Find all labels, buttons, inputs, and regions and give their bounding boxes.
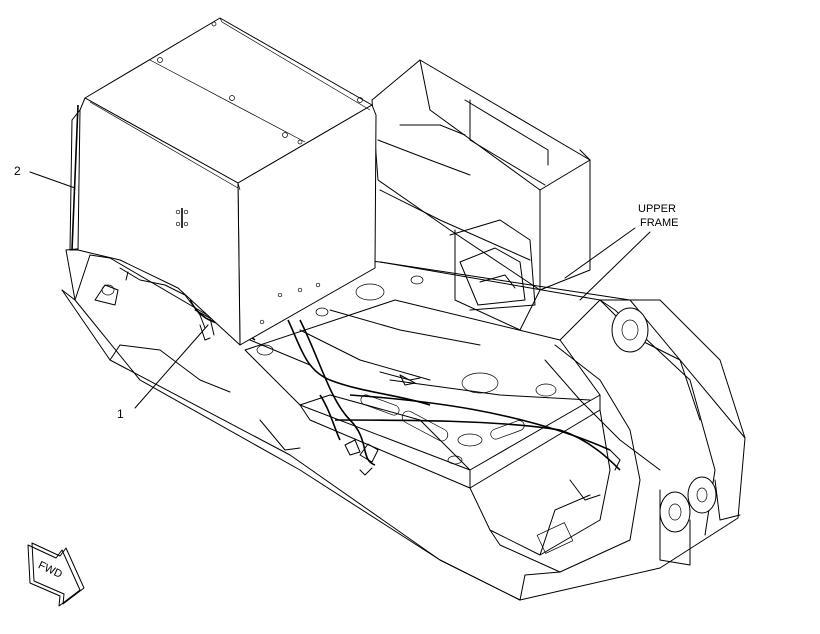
callout-2: 2 <box>14 164 21 178</box>
leader-upper-frame-a <box>564 227 636 279</box>
callout-1: 1 <box>117 407 124 421</box>
boom-pin-boss-upper <box>611 307 649 353</box>
leader-item-2 <box>29 171 76 189</box>
cover-box <box>69 17 377 346</box>
leader-item-1 <box>134 324 209 409</box>
boom-pin-boss-right <box>687 476 717 514</box>
fwd-arrow-icon: FWD <box>27 542 85 607</box>
leader-lines <box>29 171 651 409</box>
boom-pin-boss-left <box>659 491 691 533</box>
upper-frame-label-line2: FRAME <box>640 217 679 229</box>
leader-upper-frame-b <box>579 231 651 301</box>
upper-frame-label-line1: UPPER <box>638 203 676 215</box>
wiring-harness <box>119 267 621 476</box>
